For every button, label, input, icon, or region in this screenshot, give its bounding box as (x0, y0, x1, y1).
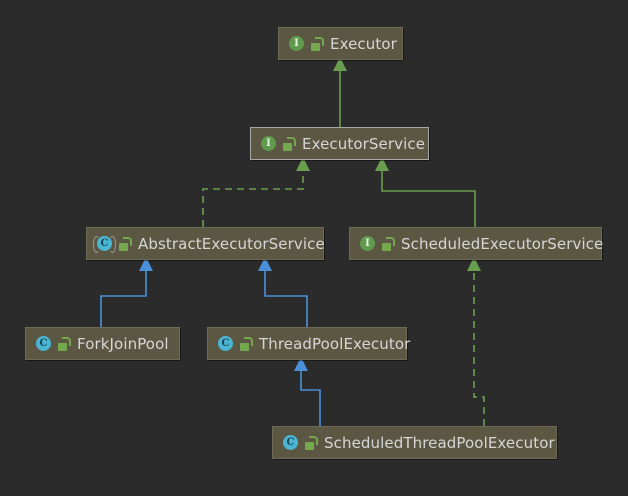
arrowhead-triangle (375, 157, 389, 171)
class-node-label: AbstractExecutorService (138, 234, 325, 253)
padlock-shackle (309, 435, 318, 445)
arrowhead-triangle (139, 257, 153, 271)
class-node-label: ScheduledExecutorService (401, 234, 604, 253)
padlock-shackle (315, 36, 324, 46)
class-node-thread-pool-executor[interactable]: C ThreadPoolExecutor (207, 327, 411, 360)
arrowhead-triangle (296, 157, 310, 171)
padlock-body (283, 142, 292, 151)
padlock-body (305, 441, 314, 450)
arrowhead-triangle (294, 357, 308, 371)
unlocked-padlock-icon (305, 435, 318, 450)
unlocked-padlock-icon (58, 336, 71, 351)
edge-extends[interactable] (375, 157, 476, 227)
padlock-shackle (62, 336, 71, 346)
class-node-scheduled-executor-service[interactable]: I ScheduledExecutorService (349, 227, 604, 260)
unlocked-padlock-icon (311, 36, 324, 51)
class-node-fork-join-pool[interactable]: C ForkJoinPool (25, 327, 180, 360)
edge-implements[interactable] (202, 157, 310, 227)
padlock-shackle (287, 136, 296, 146)
edge-extends[interactable] (333, 57, 347, 127)
class-icon: C (282, 434, 299, 451)
interface-icon: I (288, 35, 305, 52)
type-glyph: I (289, 36, 304, 51)
class-icon: C (35, 335, 52, 352)
type-glyph: C (36, 336, 51, 351)
class-node-label: ScheduledThreadPoolExecutor (324, 433, 555, 452)
arrowhead-triangle (258, 257, 272, 271)
unlocked-padlock-icon (119, 236, 132, 251)
class-node-executor[interactable]: I Executor (278, 27, 403, 60)
type-glyph: I (360, 236, 375, 251)
edge-extends[interactable] (100, 257, 153, 327)
padlock-body (311, 42, 320, 51)
unlocked-padlock-icon (283, 136, 296, 151)
padlock-shackle (386, 236, 395, 246)
class-node-label: ExecutorService (302, 134, 426, 153)
padlock-body (240, 342, 249, 351)
edge-implements[interactable] (467, 257, 485, 426)
class-node-executor-service[interactable]: I ExecutorService (250, 127, 429, 160)
class-node-label: ThreadPoolExecutor (259, 334, 411, 353)
edge-extends[interactable] (258, 257, 308, 327)
class-node-label: Executor (330, 34, 397, 53)
class-icon: C (217, 335, 234, 352)
type-glyph: C (283, 435, 298, 450)
padlock-shackle (123, 236, 132, 246)
unlocked-padlock-icon (382, 236, 395, 251)
interface-icon: I (260, 135, 277, 152)
padlock-body (119, 242, 128, 251)
type-glyph: C (97, 236, 112, 251)
class-node-abstract-executor-service[interactable]: C AbstractExecutorService (86, 227, 325, 260)
edge-extends[interactable] (294, 357, 321, 426)
arrowhead-triangle (467, 257, 481, 271)
class-node-label: ForkJoinPool (77, 334, 169, 353)
padlock-body (58, 342, 67, 351)
unlocked-padlock-icon (240, 336, 253, 351)
interface-icon: I (359, 235, 376, 252)
type-glyph: C (218, 336, 233, 351)
padlock-shackle (244, 336, 253, 346)
type-glyph: I (261, 136, 276, 151)
arrowhead-triangle (333, 57, 347, 71)
abstract-class-icon: C (93, 235, 116, 253)
padlock-body (382, 242, 391, 251)
class-node-scheduled-thread-pool-executor[interactable]: C ScheduledThreadPoolExecutor (272, 426, 557, 459)
